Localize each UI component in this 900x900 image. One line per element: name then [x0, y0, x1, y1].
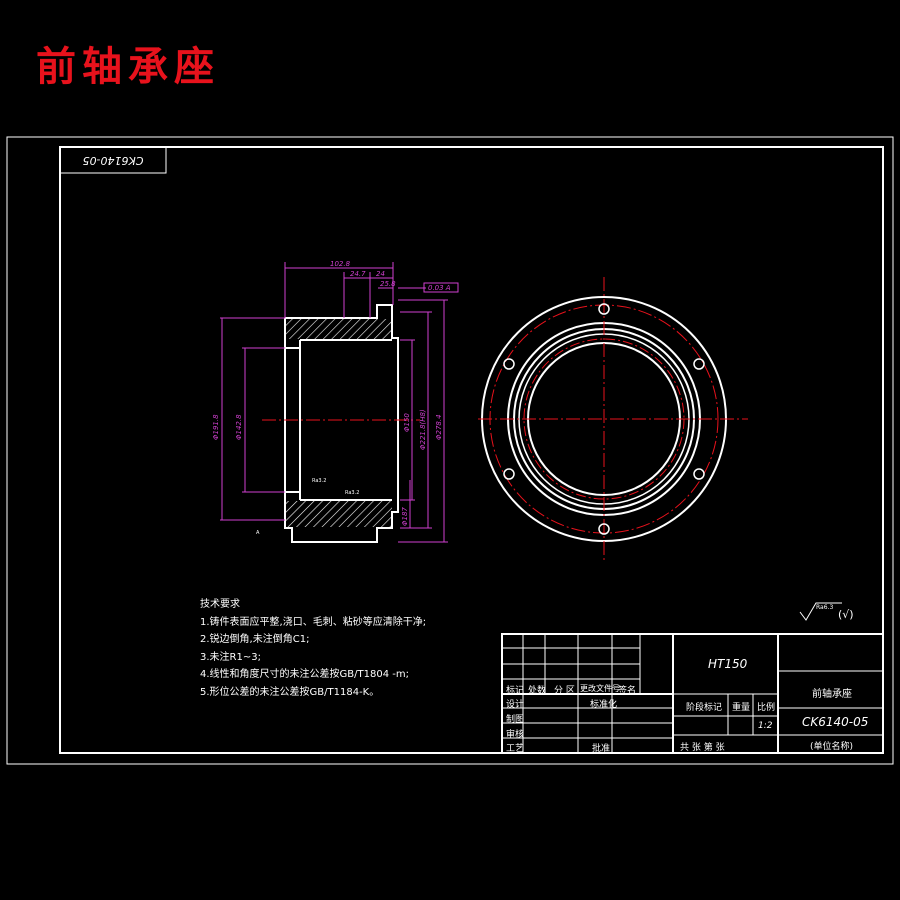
stage-label: 阶段标记 [686, 703, 723, 713]
dim-dia-small: Φ187 [401, 507, 409, 526]
callout-2: Ra3.2 [345, 490, 359, 496]
surface-finish-symbol [799, 602, 842, 621]
tech-requirement-item: 2.锐边倒角,未注倒角C1; [200, 634, 310, 645]
weight-label: 重量 [732, 703, 751, 713]
dim-d2: 24 [376, 270, 385, 278]
row-design: 设计 [506, 700, 525, 710]
title-block-grid [501, 633, 884, 754]
surface-finish-value: Ra6.3 [816, 604, 833, 611]
row-mark: 标记 [506, 686, 525, 696]
row-sign: 签名 [618, 686, 637, 696]
dim-tolerance: 0.03 A [428, 284, 451, 292]
dim-dia-3: Φ278.4 [435, 414, 443, 440]
part-name: 前轴承座 [812, 689, 852, 700]
row-process: 工艺 [506, 744, 525, 754]
material: HT150 [708, 657, 748, 671]
datum-label: A [256, 530, 260, 536]
dimension-lines [220, 262, 459, 543]
tech-requirements: 技术要求 1.铸件表面应平整,浇口、毛刺、粘砂等应清除干净; 2.锐边倒角,未注… [200, 596, 426, 701]
row-check: 审核 [506, 730, 525, 740]
sheet-title: 前轴承座 [36, 43, 220, 90]
dim-d1: 24.7 [350, 270, 366, 278]
tech-requirement-item: 1.铸件表面应平整,浇口、毛刺、粘砂等应清除干净; [200, 616, 427, 628]
inner-frame [59, 146, 884, 754]
row-approve: 批准 [592, 744, 611, 754]
front-view [478, 277, 748, 562]
unit-name: (单位名称) [810, 742, 854, 752]
row-doc: 更改文件号 [580, 684, 620, 693]
scale-value: 1:2 [758, 721, 773, 731]
tech-requirement-item: 3.未注R1~3; [200, 651, 261, 663]
callout-1: Ra3.2 [312, 478, 326, 484]
dim-length-total: 102.8 [330, 260, 351, 268]
drawing-no: CK6140-05 [802, 715, 869, 729]
surface-finish-extra: (√) [838, 608, 854, 621]
row-zone: 分 区 [554, 686, 575, 696]
tech-requirement-item: 5.形位公差的未注公差按GB/T1184-K。 [200, 686, 380, 698]
hatch-top [286, 319, 392, 339]
row-count: 处数 [528, 686, 547, 696]
drawing-number-tab: CK6140-05 [83, 154, 144, 167]
tech-requirement-item: 4.线性和角度尺寸的未注公差按GB/T1804 -m; [200, 669, 409, 680]
tech-requirements-heading: 技术要求 [200, 599, 240, 610]
sheets: 共 张 第 张 [680, 743, 725, 753]
dim-dia-bore: Φ150 [403, 413, 411, 432]
scale-label: 比例 [757, 703, 776, 713]
section-view [284, 304, 399, 543]
drawing-number-tab-box [59, 146, 167, 174]
dim-d3: 25.8 [380, 280, 396, 288]
dim-dia-left-1: Φ191.8 [212, 414, 220, 440]
row-draw: 制图 [506, 715, 525, 725]
hatch-bottom [286, 501, 392, 527]
outer-frame [6, 136, 894, 765]
dim-dia-2: Φ221.8(H8) [419, 409, 427, 450]
dim-dia-left-2: Φ142.8 [235, 414, 243, 440]
row-std: 标准化 [590, 700, 618, 710]
